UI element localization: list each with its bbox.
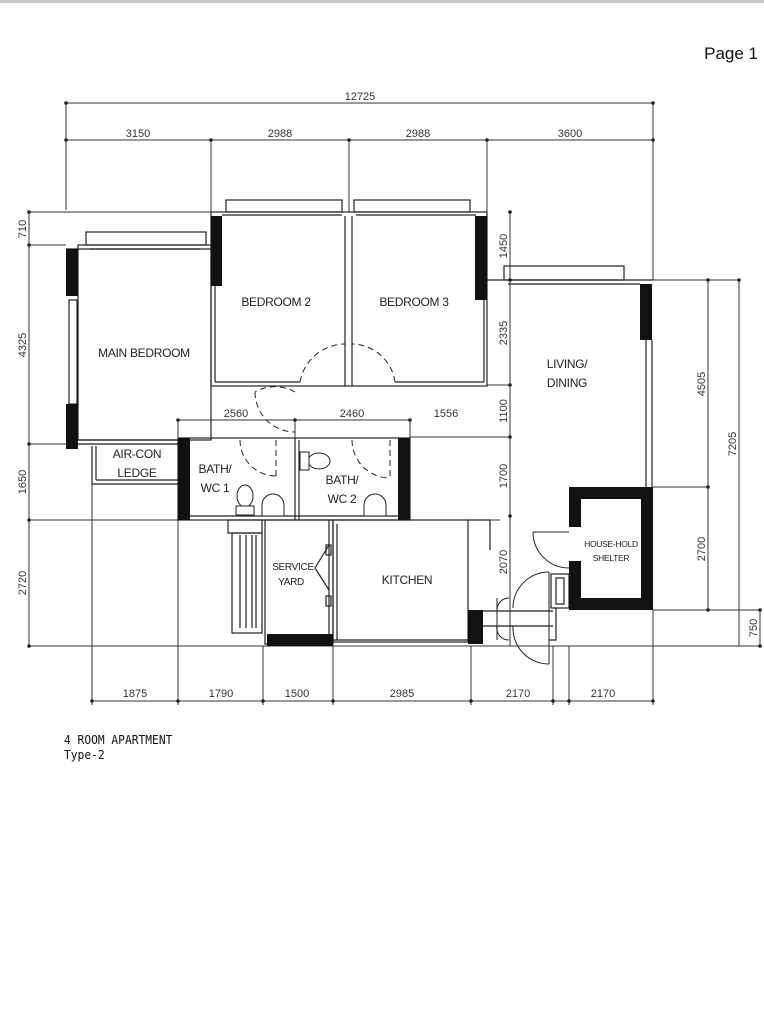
dim-mid-right-2: 2335	[498, 321, 510, 345]
dim-left-1: 710	[17, 220, 29, 238]
room-bath1-line1: BATH/	[199, 462, 233, 476]
room-living-line1: LIVING/	[547, 357, 589, 371]
dim-left-4: 2720	[17, 571, 29, 595]
dim-top-4: 3600	[558, 128, 582, 140]
dim-inner-3: 1556	[434, 408, 458, 420]
dim-inner-2: 2460	[340, 408, 364, 420]
page-number: Page 1	[704, 44, 758, 63]
bathroom-fixtures	[235, 451, 387, 517]
room-kitchen: KITCHEN	[382, 573, 433, 587]
room-aircon-line2: LEDGE	[117, 466, 156, 480]
room-bedroom-2: BEDROOM 2	[241, 295, 311, 309]
dim-top-3: 2988	[406, 128, 430, 140]
top-border	[0, 0, 764, 3]
dim-bottom-2: 1790	[209, 688, 233, 700]
dim-far-right-3: 750	[748, 619, 760, 637]
dim-mid-right-3: 1100	[498, 399, 510, 423]
plan-subtitle: Type-2	[64, 747, 105, 762]
dim-left-3: 1650	[17, 470, 29, 494]
dim-overall-depth: 7205	[727, 432, 739, 456]
dimension-ticks	[27, 101, 762, 703]
dim-inner-1: 2560	[224, 408, 248, 420]
dim-left-2: 4325	[17, 333, 29, 357]
room-shelter-line2: SHELTER	[593, 553, 630, 563]
dim-far-right-2: 2700	[696, 537, 708, 561]
dim-far-right-1: 4505	[696, 372, 708, 396]
dim-bottom-1: 1875	[123, 688, 147, 700]
room-living-line2: DINING	[547, 376, 587, 390]
room-main-bedroom: MAIN BEDROOM	[98, 346, 190, 360]
dim-mid-right-1: 1450	[498, 234, 510, 258]
room-shelter-line1: HOUSE-HOLD	[584, 539, 638, 549]
room-service-yard-line1: SERVICE	[272, 562, 314, 573]
door-swings	[239, 343, 570, 665]
dim-top-1: 3150	[126, 128, 150, 140]
room-aircon-line1: AIR-CON	[113, 447, 162, 461]
room-bedroom-3: BEDROOM 3	[379, 295, 449, 309]
dim-bottom-4: 2985	[390, 688, 414, 700]
dim-overall-width: 12725	[345, 91, 376, 103]
plan-title: 4 ROOM APARTMENT	[64, 732, 173, 747]
room-bath2-line2: WC 2	[328, 492, 357, 506]
dim-bottom-3: 1500	[285, 688, 309, 700]
dim-bottom-5: 2170	[506, 688, 530, 700]
dim-mid-right-5: 2070	[498, 550, 510, 574]
dim-mid-right-4: 1700	[498, 464, 510, 488]
structural-walls	[66, 216, 653, 646]
shelter-door-opening	[569, 527, 581, 561]
room-bath2-line1: BATH/	[326, 473, 360, 487]
room-service-yard-line2: YARD	[278, 577, 304, 588]
dim-top-2: 2988	[268, 128, 292, 140]
dim-bottom-6: 2170	[591, 688, 615, 700]
thin-walls	[66, 199, 653, 645]
room-bath1-line2: WC 1	[201, 481, 230, 495]
plan-caption: 4 ROOM APARTMENT Type-2	[64, 732, 172, 762]
